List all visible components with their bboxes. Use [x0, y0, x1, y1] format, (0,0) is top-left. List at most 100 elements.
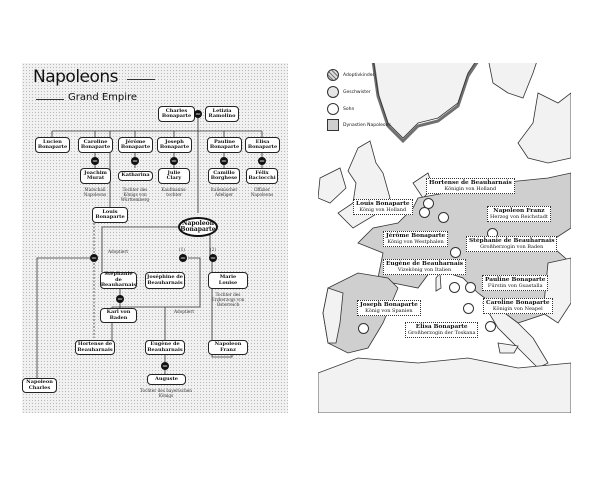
legend-dynasty: Dynastien Napoleons — [327, 119, 391, 131]
node-joachim: Joachim Murat — [80, 168, 111, 184]
node-caroline: Caroline Bonaparte — [78, 137, 113, 153]
marker-sibling — [419, 207, 430, 218]
label-title: Fürstin von Guastalla — [487, 283, 543, 289]
caption-marie-louise: Tochter des Erzherzogs von Österreich — [211, 292, 245, 307]
dotted-circle-icon — [327, 86, 339, 98]
node-katharina: Katharina — [118, 171, 153, 181]
node-napoleon-charles: Napoleon Charles — [22, 378, 57, 393]
grey-square-icon — [327, 119, 339, 131]
node-louis: Louis Bonaparte — [92, 207, 128, 223]
marker-sibling — [485, 321, 496, 332]
label-marriage-2: (2) — [210, 247, 216, 252]
caption-joachim: Marschall Napoleons — [83, 187, 107, 197]
caption-julie: Kaufmanns-tochter — [161, 187, 187, 197]
marker-son — [438, 212, 449, 223]
node-julie: Julie Clary — [158, 168, 190, 184]
node-letizia: Letizia Ramolino — [205, 106, 239, 122]
label-adopted: Adoptiert — [174, 309, 195, 314]
label-title: Königin von Holland — [444, 186, 497, 192]
tree-connectors — [36, 114, 263, 378]
label-title: König von Holland — [359, 207, 407, 213]
label-title: König von Spanien — [365, 308, 413, 314]
node-marie-louise: Marie Louise — [208, 272, 248, 289]
marriage-icon: oo — [91, 157, 99, 165]
marriage-icon: oo — [194, 110, 202, 118]
caption-katharina: Tochter des Königs von Württemberg — [120, 187, 150, 202]
node-josephine: Joséphine de Beauharnais — [145, 272, 185, 289]
node-felix: Félix Baciocchi — [246, 168, 278, 184]
legend-label: Sohn — [343, 106, 355, 112]
node-eugene: Eugène de Beauharnais — [145, 340, 185, 355]
marker-sibling — [358, 323, 369, 334]
node-jerome: Jérôme Bonaparte — [118, 137, 153, 153]
node-lucien: Lucien Bonaparte — [35, 137, 70, 153]
label-title: Herzog von Reichstadt — [490, 214, 548, 220]
node-auguste: Auguste — [147, 374, 186, 385]
label-name: Joseph Bonaparte — [360, 302, 418, 308]
family-tree-page: Napoleons Grand Empire Charles Bonaparte… — [22, 63, 288, 413]
label-title: Großherzogin der Toskana — [408, 330, 476, 336]
marriage-icon: oo — [116, 295, 124, 303]
node-camillo: Camillo Borghese — [208, 168, 240, 184]
node-napoleon-franz: Napoleon Franz — [208, 340, 248, 355]
label-name: Jérôme Bonaparte — [386, 233, 446, 239]
label-name: Napoleon Franz — [493, 208, 545, 214]
label-title: Großherzogin von Baden — [480, 244, 544, 250]
caption-camillo: Italienischer Adeliger — [210, 187, 238, 197]
label-title: Vizekönig von Italien — [397, 267, 452, 273]
label-name: Caroline Bonaparte — [486, 300, 550, 306]
label-title: König von Westphalen — [387, 239, 444, 245]
marriage-icon: oo — [90, 254, 98, 262]
node-hortense: Hortense de Beauharnais — [75, 340, 115, 355]
node-joseph: Joseph Bonaparte — [157, 137, 192, 153]
marriage-icon: oo — [258, 157, 266, 165]
marker-adopted — [450, 247, 461, 258]
label-name: Hortense de Beauharnais — [429, 180, 512, 186]
node-karl: Karl von Baden — [100, 308, 137, 323]
legend-label: Geschwister — [343, 89, 371, 95]
label-title: Königin von Neapel — [492, 306, 543, 312]
marker-sibling — [463, 303, 474, 314]
marriage-icon: oo — [209, 254, 217, 262]
circle-icon — [327, 103, 339, 115]
legend-label: Dynastien Napoleons — [343, 122, 391, 128]
marriage-icon: oo — [170, 157, 178, 165]
node-stephanie: Stéphanie de Beauharnais — [100, 271, 137, 289]
title-grand-empire: Grand Empire — [68, 92, 138, 103]
marriage-icon: oo — [131, 157, 139, 165]
marker-adopted — [449, 282, 460, 293]
label-name: Pauline Bonaparte — [485, 277, 546, 283]
caption-felix: Offizier Napoleons — [250, 187, 274, 197]
marker-sibling — [465, 282, 476, 293]
title-rule — [127, 79, 155, 80]
legend-siblings: Geschwister — [327, 86, 371, 98]
node-charles: Charles Bonaparte — [158, 106, 195, 122]
node-pauline: Pauline Bonaparte — [207, 137, 242, 153]
map-page: Adoptivkinder Geschwister Sohn Dynastien… — [318, 63, 571, 413]
marriage-icon: oo — [161, 362, 169, 370]
hatched-circle-icon — [327, 69, 339, 81]
legend-adopted: Adoptivkinder — [327, 69, 374, 81]
title-napoleons: Napoleons — [33, 67, 119, 87]
label-adopted: Adoptiert — [108, 249, 129, 254]
label-name: Eugène de Beauharnais — [386, 261, 464, 267]
marriage-icon: oo — [179, 254, 187, 262]
label-marriage-1: (1) — [179, 247, 185, 252]
title-rule — [36, 99, 64, 100]
marriage-icon: oo — [220, 157, 228, 165]
label-name: Elisa Bonaparte — [415, 324, 468, 330]
node-elisa: Elisa Bonaparte — [245, 137, 280, 153]
label-name: Louis Bonaparte — [356, 201, 410, 207]
node-napoleon: Napoleon Bonaparte — [178, 217, 218, 237]
caption-auguste: Tochter des bayerischen Königs — [140, 388, 192, 398]
legend-label: Adoptivkinder — [343, 72, 375, 78]
